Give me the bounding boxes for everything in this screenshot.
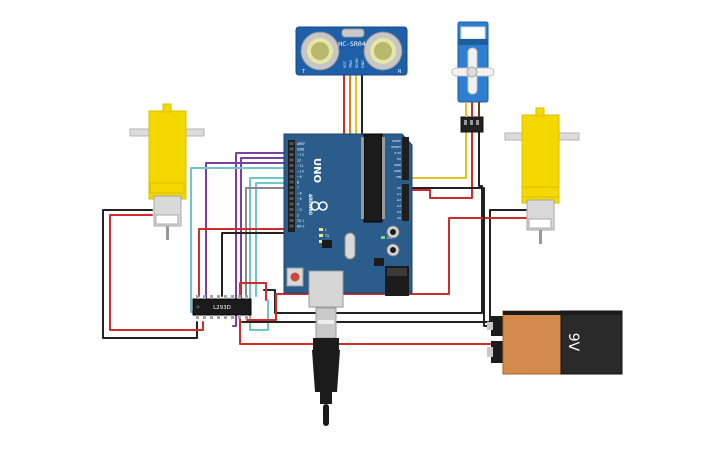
sensor-pin-label: ECHO [355, 58, 359, 68]
wire-left-motor-red[interactable] [109, 214, 204, 331]
pin-label: RX 0 [297, 225, 304, 229]
pin-label: ~9 [297, 175, 302, 179]
pin-label: ~11 [297, 164, 304, 168]
capacitors [386, 225, 400, 257]
pin-label: GND [394, 169, 402, 173]
wire-gray[interactable] [245, 187, 293, 297]
servo-motor[interactable] [451, 21, 495, 133]
pin-label: ~6 [297, 192, 302, 196]
sensor-transducer-right [363, 31, 403, 71]
crystal-oscillator [344, 232, 356, 260]
wire-purple-2[interactable] [205, 162, 293, 301]
pin-label: AREF [297, 142, 305, 146]
power-header [402, 137, 409, 180]
digital-header-labels: AREF GND ~13 12 ~11 ~10 ~9 8 7 ~6 ~5 4 ~… [296, 142, 305, 229]
pin-label: ~5 [297, 197, 302, 201]
left-gear-motor[interactable] [129, 103, 205, 240]
wire-right-motor-black[interactable] [241, 209, 531, 323]
pin-label: GND [394, 163, 402, 167]
sensor-label: HC-SR04 [338, 40, 365, 48]
dc-power-jack [385, 266, 409, 296]
arduino-logo-icon [310, 201, 328, 211]
pin-label: ~10 [297, 170, 304, 174]
sensor-transducer-left [300, 31, 340, 71]
usb-cable[interactable] [312, 307, 340, 426]
wire-right-motor-red[interactable] [246, 217, 531, 321]
sensor-pin-labels: VCC TRIG ECHO GND [343, 58, 365, 69]
wire-arduino-5v[interactable] [198, 228, 294, 297]
pin-label: A2 [397, 198, 401, 202]
pin-label: 4 [297, 203, 299, 207]
pin-label: 12 [297, 159, 301, 163]
pin-label: RESET [391, 145, 401, 149]
wire-arduino-gnd[interactable] [221, 232, 294, 297]
arduino-uno-board[interactable]: AREF GND ~13 12 ~11 ~10 ~9 8 7 ~6 ~5 4 ~… [283, 133, 413, 308]
pin-label: A3 [397, 204, 401, 208]
wire-left-motor-black[interactable] [102, 209, 198, 339]
wire-servo-vcc[interactable] [409, 131, 473, 199]
pin-label: TX 1 [296, 219, 304, 223]
battery-label: 9V [565, 333, 581, 352]
svg-text:R: R [398, 69, 402, 75]
sensor-pin-label: GND [361, 60, 365, 68]
pin-label: ~3 [297, 208, 302, 212]
arduino-model-label: UNO [311, 158, 322, 183]
battery-body-copper [502, 310, 562, 375]
led-label: TX [324, 234, 330, 238]
driver-pins [196, 295, 248, 319]
wire-cyan-3[interactable] [255, 182, 293, 297]
pin-label: 5V [397, 157, 402, 161]
wires [102, 69, 531, 345]
pin-label: A1 [397, 192, 401, 196]
pin-label: GND [297, 148, 305, 152]
atmega-chip [361, 133, 385, 223]
pin-label: A0 [397, 186, 401, 190]
wire-battery-black[interactable] [409, 187, 493, 327]
led-label: ON [387, 236, 393, 240]
usb-port[interactable] [308, 270, 344, 308]
analog-header [402, 184, 409, 221]
pin-label: ~13 [297, 153, 304, 157]
battery-9v[interactable]: 9V [487, 310, 623, 375]
driver-chip [192, 298, 252, 316]
reset-button[interactable] [286, 267, 304, 287]
sensor-pin-label: VCC [343, 60, 347, 68]
pin-label: 3.3V [394, 151, 402, 155]
pin-label: A4 [397, 210, 401, 214]
driver-label: L293D [213, 305, 231, 311]
power-header-labels: IOREF RESET 3.3V 5V GND GND VIN [391, 139, 402, 179]
battery-terminals [487, 316, 503, 363]
pin-label: VIN [396, 175, 401, 179]
led-label: L [325, 228, 327, 232]
digital-header-pins [289, 142, 294, 228]
wire-purple-3[interactable] [240, 157, 293, 301]
right-gear-motor[interactable] [504, 107, 580, 244]
sensor-pin-label: TRIG [349, 60, 353, 69]
analog-header-labels: A0 A1 A2 A3 A4 A5 [397, 186, 401, 220]
pin-label: 8 [297, 181, 299, 185]
pin-label: A5 [397, 216, 401, 220]
svg-text:T: T [301, 69, 306, 75]
pin-label: 7 [297, 186, 299, 190]
battery-body-black [560, 310, 623, 375]
servo-horn [451, 47, 495, 95]
wire-purple-1[interactable] [232, 152, 293, 327]
pin-label: 2 [297, 214, 299, 218]
l293d-driver[interactable]: L293D [192, 295, 252, 319]
ultrasonic-sensor[interactable]: HC-SR04 VCC TRIG ECHO GND T R [295, 26, 408, 76]
pin-label: IOREF [392, 139, 401, 143]
wire-servo-gnd[interactable] [263, 131, 483, 314]
